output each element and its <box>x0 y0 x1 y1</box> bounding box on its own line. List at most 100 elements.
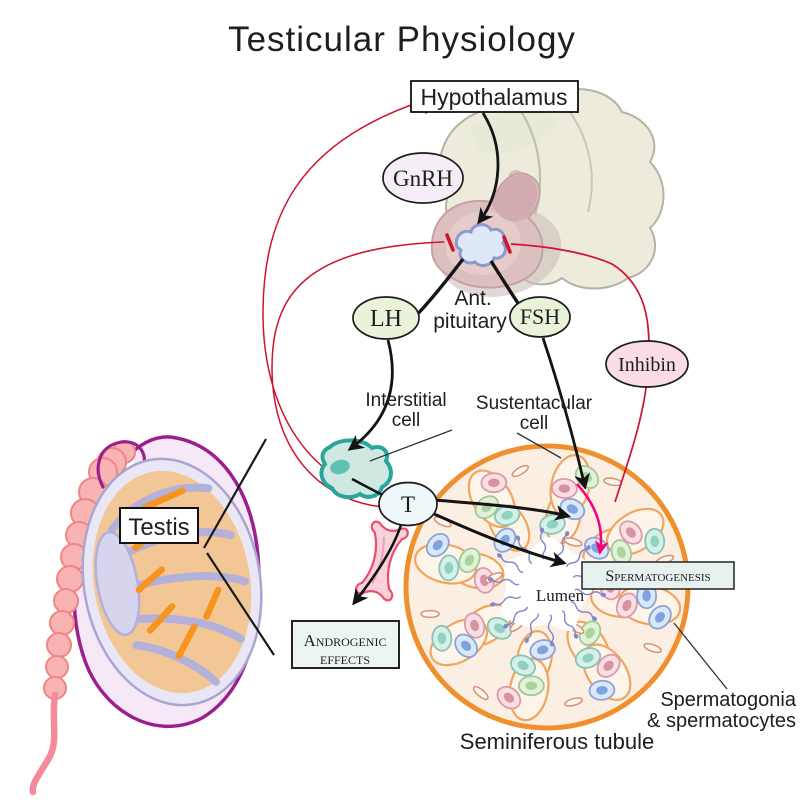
ant-pituitary-label-line2: pituitary <box>433 310 507 333</box>
sperm-tail <box>491 578 520 586</box>
ant-pituitary-label-line1: Ant. <box>454 287 491 310</box>
arrow-t-to-tubule-lower <box>431 511 567 568</box>
cell-nucleus <box>622 599 632 612</box>
inhibition-tick-pituitary-left <box>445 233 455 252</box>
spindle-cell <box>472 685 489 701</box>
sperm-icon <box>565 545 591 568</box>
sperm-tail <box>561 609 576 635</box>
sperm-head <box>585 545 591 551</box>
tubule-cells <box>414 454 682 722</box>
androgenic-label-line2: effects <box>320 649 370 668</box>
posterior-lobe <box>492 175 538 222</box>
spermatogonia-leader-line <box>673 622 728 690</box>
spindle-cell <box>511 464 529 478</box>
hypothalamus-label: Hypothalamus <box>420 84 567 110</box>
fsh-oval <box>509 296 571 338</box>
sustentacular-label-line2: cell <box>520 413 549 434</box>
gnrh-label: GnRH <box>393 166 453 191</box>
cell-nucleus <box>536 645 549 655</box>
sperm-tail <box>527 613 539 640</box>
spindle-cell <box>564 697 584 707</box>
inhibin-oval <box>605 340 689 388</box>
lumen-label: Lumen <box>536 586 585 605</box>
arrow-fsh-to-sustentacular <box>541 337 590 490</box>
arrow-t-to-androgenic <box>352 524 403 606</box>
sperm-tail <box>570 600 594 618</box>
sperm-head <box>490 602 496 607</box>
page-title: Testicular Physiology <box>228 20 576 59</box>
seminiferous-tubule-label: Seminiferous tubule <box>460 729 654 754</box>
interstitial-cell-shape <box>319 438 393 500</box>
inhibition-tick-pituitary-right <box>502 235 512 254</box>
cell-nucleus <box>642 589 651 602</box>
cell-nucleus <box>596 685 608 695</box>
feedback-inhibin-to-pituitary <box>510 243 650 503</box>
testosterone-circle <box>378 481 438 527</box>
cell-nucleus <box>625 527 636 538</box>
arrow-hypothalamus-to-pituitary <box>477 112 500 225</box>
fsh-label: FSH <box>520 304 560 329</box>
sperm-icon <box>496 553 524 574</box>
androgenic-effects-box <box>291 620 400 669</box>
sperm-tail <box>494 596 522 606</box>
testis-zoom-line-lower <box>206 552 275 656</box>
cell-nucleus <box>437 632 447 645</box>
cell-nucleus <box>585 627 595 639</box>
lumen-shape <box>501 536 594 631</box>
sperm-head <box>600 592 607 598</box>
hypothalamus-box <box>410 80 579 113</box>
sperm-icon <box>490 596 522 607</box>
spindle-cell <box>643 642 662 654</box>
cell-nucleus <box>488 478 500 488</box>
sperm-icon <box>547 614 555 647</box>
cell-nucleus <box>616 546 626 559</box>
mediastinum <box>94 530 141 637</box>
cell-nucleus <box>470 619 480 632</box>
testis-illustration <box>29 435 275 796</box>
cell-nucleus <box>655 612 665 623</box>
cell-nucleus <box>444 562 454 574</box>
testis-label: Testis <box>128 514 189 541</box>
cell-nucleus <box>525 681 538 691</box>
spermatogonia-label-line1: Spermatogonia <box>660 689 797 711</box>
interstitial-cell-nucleus <box>330 459 350 475</box>
interstitial-leader-line <box>369 429 453 462</box>
cell-nucleus <box>558 484 571 493</box>
sustentacular-label-line1: Sustentacular <box>476 393 593 414</box>
gnrh-oval <box>382 152 464 204</box>
sperm-head <box>515 535 521 541</box>
testis-zoom-line-upper <box>203 438 267 549</box>
sperm-head <box>549 641 555 647</box>
cell-nucleus <box>501 510 513 520</box>
interstitial-label-line1: Interstitial <box>365 390 446 411</box>
sperm-tail <box>574 588 602 596</box>
pituitary-illustration <box>430 88 665 297</box>
sperm-icon <box>574 588 607 598</box>
sustentacular-leader-line <box>516 432 562 459</box>
anterior-pituitary-shape <box>454 223 507 267</box>
arrow-lh-to-interstitial <box>347 339 394 451</box>
cell-nucleus <box>517 660 529 671</box>
lumen-and-sperm <box>487 527 607 647</box>
sperm-tail <box>565 548 587 568</box>
arrow-sustentacular-to-spermatogenesis <box>576 483 609 555</box>
seminiferous-tubule-illustration <box>403 443 691 731</box>
spindle-cell <box>420 609 440 619</box>
cell-nucleus <box>464 554 475 566</box>
sperm-head <box>591 616 597 621</box>
sperm-head <box>496 553 503 558</box>
sperm-icon <box>503 606 529 629</box>
sperm-tail <box>507 606 529 626</box>
cell-nucleus <box>503 692 515 703</box>
sperm-head <box>487 577 494 582</box>
cell-nucleus <box>479 574 489 587</box>
spindle-cell <box>563 537 583 547</box>
cell-nucleus <box>461 640 472 651</box>
arrow-t-to-tubule-upper <box>433 498 571 521</box>
sperm-icon <box>487 577 520 586</box>
sperm-head <box>539 527 545 533</box>
spermatogonia-label-line2: & spermatocytes <box>647 710 796 732</box>
sperm-head <box>573 633 579 639</box>
hormone-ovals <box>352 152 689 527</box>
